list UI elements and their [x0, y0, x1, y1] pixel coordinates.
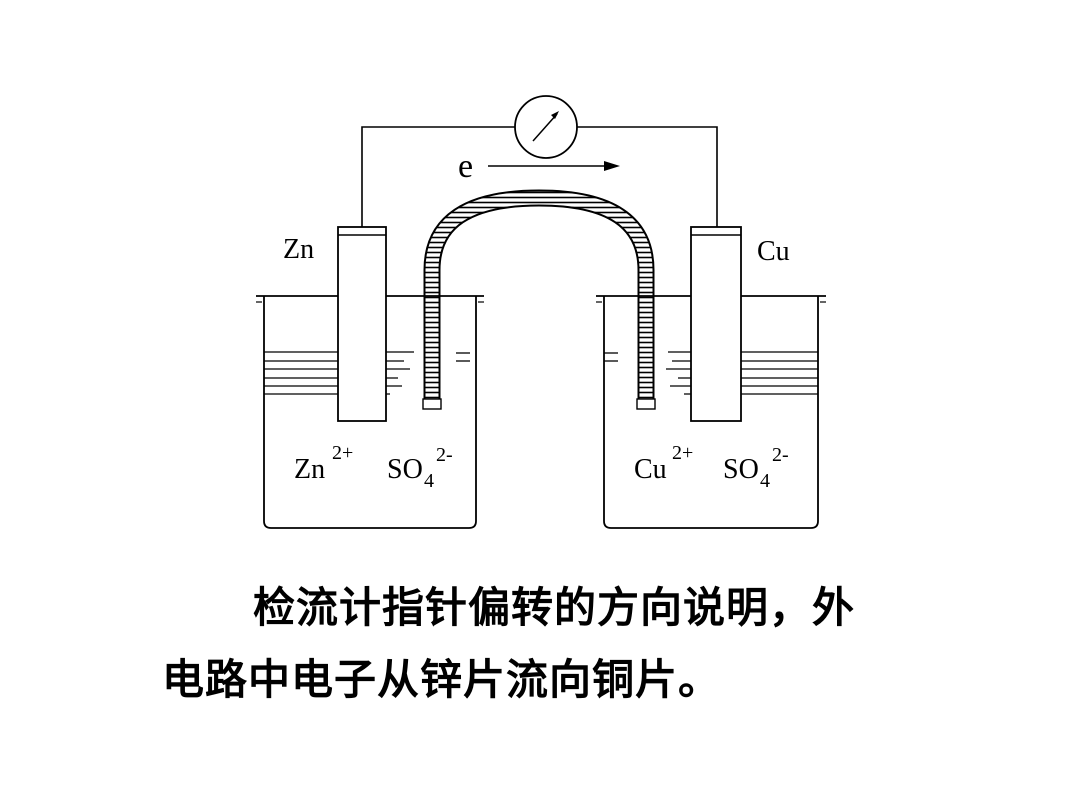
- galvanometer-needle-tip: [551, 111, 559, 119]
- zinc-label: Zn: [283, 234, 314, 265]
- electron-label: e: [458, 148, 473, 185]
- sulfate-ion-symbol-right: SO: [723, 454, 759, 485]
- right-ion-labels: Cu 2+ SO 4 2-: [634, 442, 789, 492]
- zinc-ion-symbol: Zn: [294, 454, 325, 485]
- copper-electrode: [690, 226, 742, 422]
- sulfate-ion-symbol-left: SO: [387, 454, 423, 485]
- sulfate-ion-subscript-right: 4: [760, 470, 770, 492]
- salt-bridge: [422, 189, 656, 410]
- zinc-ion-charge: 2+: [332, 442, 353, 464]
- caption-line-1: 检流计指针偏转的方向说明，外: [253, 583, 856, 632]
- caption-line-2: 电路中电子从锌片流向铜片。: [162, 655, 722, 704]
- sulfate-ion-charge-left: 2-: [436, 444, 453, 466]
- sulfate-ion-charge-right: 2-: [772, 444, 789, 466]
- external-wire: [361, 126, 718, 227]
- left-ion-labels: Zn 2+ SO 4 2-: [294, 442, 453, 492]
- copper-label: Cu: [757, 236, 790, 267]
- copper-ion-symbol: Cu: [634, 454, 667, 485]
- zinc-electrode: [337, 226, 387, 422]
- galvanometer: [514, 95, 578, 159]
- electron-flow-arrow: [488, 161, 620, 171]
- sulfate-ion-subscript-left: 4: [424, 470, 434, 492]
- copper-ion-charge: 2+: [672, 442, 693, 464]
- galvanometer-needle: [532, 113, 558, 142]
